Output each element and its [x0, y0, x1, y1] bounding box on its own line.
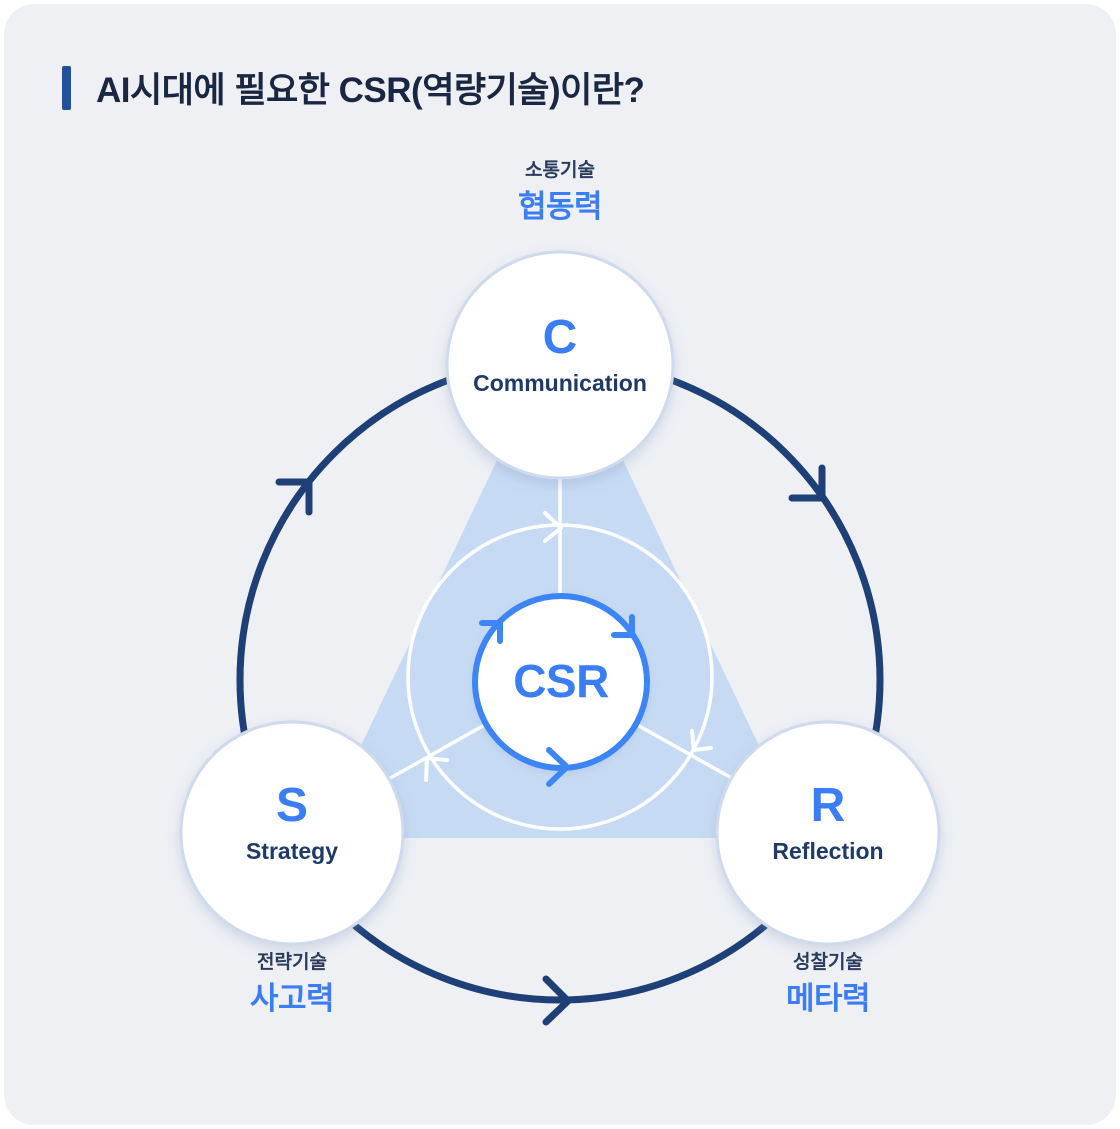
title-accent-bar — [62, 65, 71, 110]
csr-arrow-upper-right-icon — [611, 614, 635, 638]
csr-center-label: CSR — [513, 655, 609, 707]
node-letter-s: S — [275, 779, 308, 832]
node-reflection: R Reflection — [688, 782, 968, 864]
node-circle-strategy — [179, 720, 405, 946]
ring-arrow-left-icon — [424, 756, 449, 782]
node-circle-communication — [445, 250, 675, 480]
node-strategy: S Strategy — [152, 782, 432, 864]
skill-type-reflection: 성찰기술 — [793, 952, 863, 973]
node-name-communication: Communication — [473, 370, 647, 396]
label-group-communication: 소통기술 협동력 — [410, 160, 710, 224]
csr-center-circle — [472, 593, 650, 771]
skill-communication: 협동력 — [517, 188, 603, 224]
cycle-arrow-bottom-icon — [542, 975, 572, 1026]
skill-strategy: 사고력 — [249, 980, 335, 1016]
skill-type-strategy: 전략기술 — [257, 952, 327, 973]
label-group-reflection: 성찰기술 메타력 — [678, 952, 978, 1016]
csr-arrow-bottom-icon — [546, 747, 570, 787]
node-letter-r: R — [810, 779, 846, 832]
node-communication: C Communication — [420, 314, 700, 396]
ring-arrow-top-icon — [543, 511, 563, 543]
cycle-arrow-upper-left-icon — [275, 478, 313, 516]
node-letter-c: C — [542, 311, 578, 364]
skill-type-communication: 소통기술 — [525, 160, 595, 181]
cycle-arrow-upper-right-icon — [788, 464, 826, 502]
node-name-strategy: Strategy — [245, 838, 339, 864]
page-title: AI시대에 필요한 CSR(역량기술)이란? — [96, 71, 645, 110]
skill-reflection: 메타력 — [785, 980, 871, 1016]
header: AI시대에 필요한 CSR(역량기술)이란? — [62, 62, 645, 113]
node-name-reflection: Reflection — [772, 838, 884, 864]
csr-arrow-upper-left-icon — [479, 620, 503, 644]
label-group-strategy: 전략기술 사고력 — [142, 952, 442, 1016]
node-circle-reflection — [715, 720, 941, 946]
ring-arrow-right-icon — [690, 729, 713, 752]
